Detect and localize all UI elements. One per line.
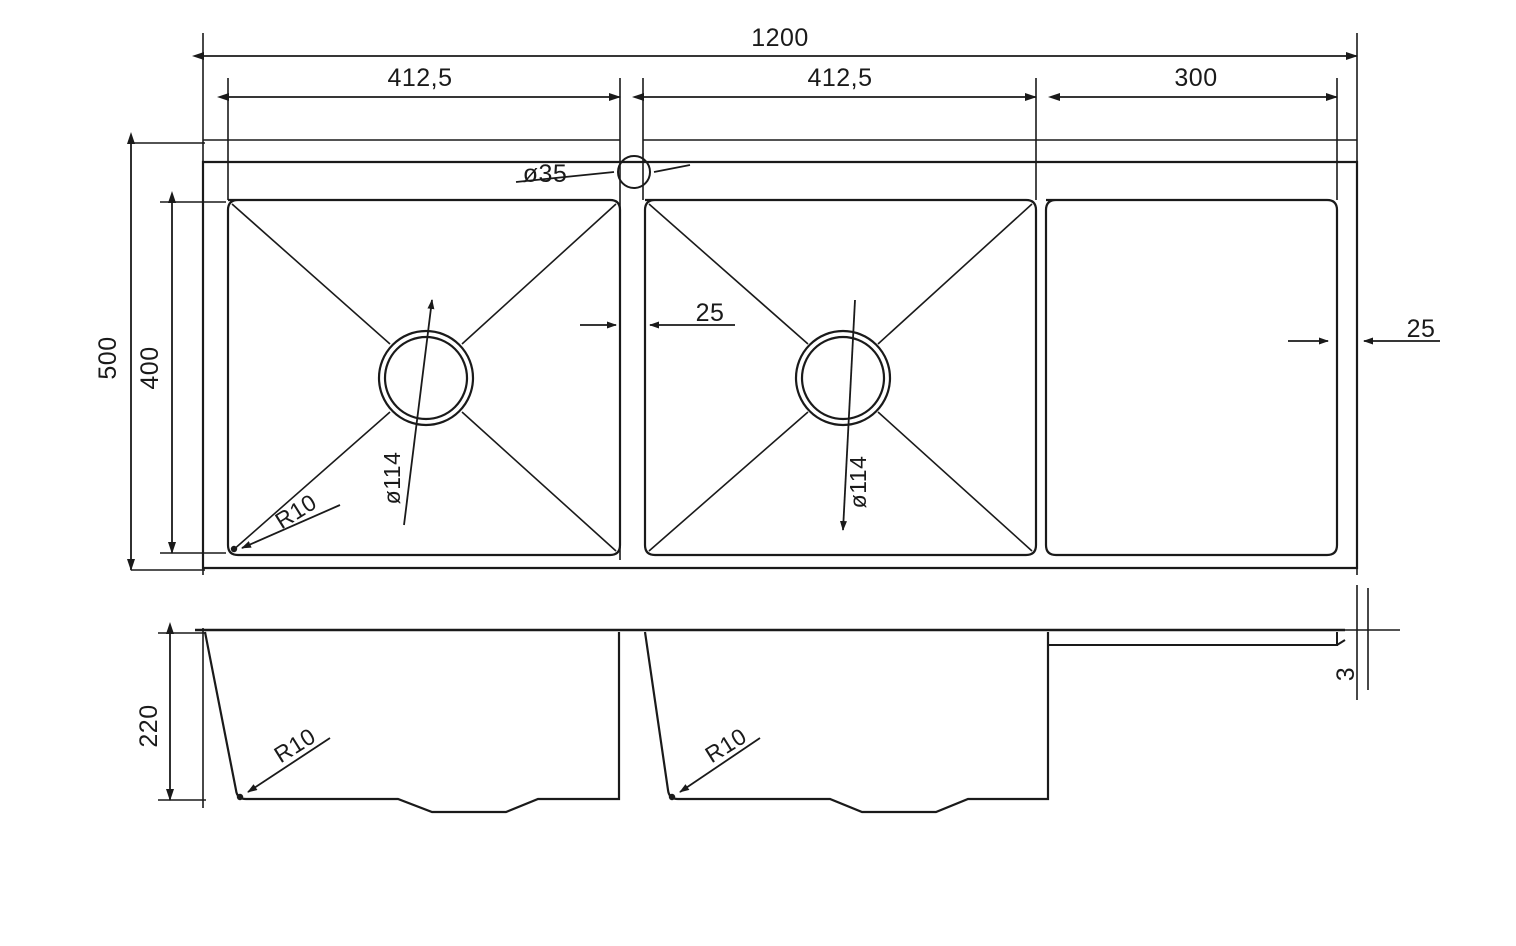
label-overall-depth: 500 xyxy=(94,336,122,379)
section-bowl-left xyxy=(203,631,621,814)
bowl-left-diagonals xyxy=(231,203,617,552)
dimension-3-thickness xyxy=(1333,588,1400,690)
extension-lines-section-view xyxy=(202,585,1358,808)
leader-r10-section-left xyxy=(236,737,331,801)
bowl-right-outline xyxy=(643,198,1038,557)
drain-right xyxy=(794,329,892,427)
drain-left xyxy=(377,329,475,427)
bowl-left-outline xyxy=(226,198,622,557)
label-drain-diameter-left: ø114 xyxy=(379,452,405,505)
dimension-220 xyxy=(158,622,206,801)
label-divider-gap: 25 xyxy=(696,299,725,327)
extension-lines-top-view xyxy=(202,33,1358,575)
leader-r10-section-right xyxy=(668,737,761,801)
dimension-400 xyxy=(160,191,226,554)
label-tap-hole-diameter: ø35 xyxy=(523,160,568,188)
leader-dia114-left xyxy=(403,299,435,526)
dimension-500 xyxy=(127,132,205,571)
drainboard-outline xyxy=(1044,198,1339,557)
leader-dia114-right xyxy=(839,299,856,531)
sink-outer-outline-top xyxy=(201,160,1359,570)
label-bowl-height: 220 xyxy=(135,704,163,747)
section-drainboard xyxy=(1048,632,1346,646)
label-bowl1-width: 412,5 xyxy=(387,64,452,92)
tap-hole-leader xyxy=(515,164,691,183)
leader-r10-top-view xyxy=(230,504,341,553)
label-bowl-inner-depth: 400 xyxy=(136,346,164,389)
label-corner-radius-top-view: R10 xyxy=(270,489,321,534)
label-drainboard-width: 300 xyxy=(1174,64,1217,92)
label-overall-length: 1200 xyxy=(751,24,809,52)
label-right-rim: 25 xyxy=(1407,315,1436,343)
section-bowl-right xyxy=(643,631,1050,814)
bowl-right-diagonals xyxy=(648,203,1033,552)
label-sheet-thickness: 3 xyxy=(1332,667,1360,681)
tap-hole xyxy=(617,155,651,189)
label-bowl2-width: 412,5 xyxy=(807,64,872,92)
label-drain-diameter-right: ø114 xyxy=(845,456,871,509)
